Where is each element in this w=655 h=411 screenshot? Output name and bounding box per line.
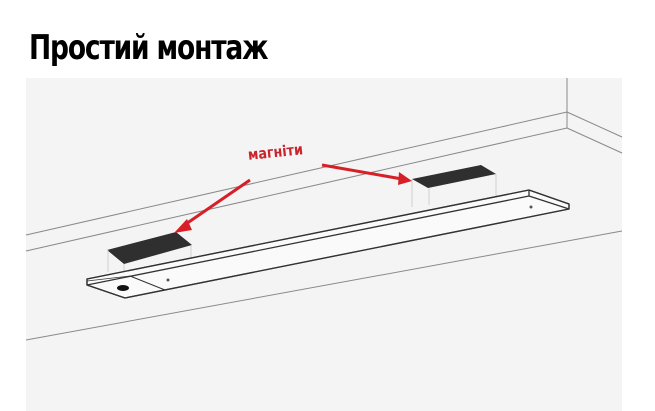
magnet-left-icon <box>107 232 192 272</box>
arrow-left-magnet-icon <box>174 178 251 233</box>
page-title: Простий монтаж <box>29 28 269 68</box>
lamp-screw-right-icon <box>529 205 533 209</box>
led-lamp-bar-icon <box>86 189 570 299</box>
lamp-sensor-icon <box>117 285 129 291</box>
cabinet-shelf-icon <box>25 78 623 341</box>
magnet-right-icon <box>411 165 497 207</box>
arrow-right-magnet-icon <box>321 163 412 185</box>
lamp-screw-left-icon <box>166 278 170 282</box>
